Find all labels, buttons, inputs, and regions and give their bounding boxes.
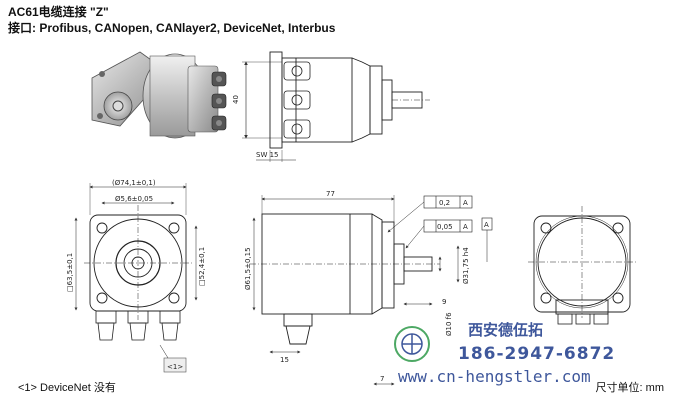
encoder-3d-render xyxy=(91,51,227,139)
page-subtitle: 接口: Profibus, CANopen, CANlayer2, Device… xyxy=(8,21,336,35)
units-label: 尺寸单位: mm xyxy=(595,382,664,394)
watermark-web: www.cn-hengstler.com xyxy=(398,367,591,386)
page-title: AC61电缆连接 "Z" xyxy=(8,5,109,19)
dim-15: 15 xyxy=(280,356,289,364)
dim-shaft-10: Ø10 f6 xyxy=(445,312,453,336)
tolerance-2-value: 0,05 xyxy=(437,223,453,231)
dim-body-dia: Ø61,5±0,15 xyxy=(244,247,252,290)
dim-outer-dia: (Ø74,1±0,1) xyxy=(112,179,156,187)
watermark-phone: 186-2947-6872 xyxy=(458,344,615,364)
dim-square-right: □52,4±0,1 xyxy=(198,247,206,286)
datum-label: A xyxy=(484,221,489,229)
watermark-company: 西安德伍拓 xyxy=(468,321,543,339)
tolerance-1-value: 0,2 xyxy=(439,199,450,207)
callout-label: <1> xyxy=(167,363,183,371)
dim-9: 9 xyxy=(442,298,446,306)
dim-length: 77 xyxy=(326,190,335,198)
side-view xyxy=(250,195,493,386)
footnote: <1> DeviceNet 没有 xyxy=(18,382,116,394)
dim-shaft-dia: Ø31,75 h4 xyxy=(462,247,470,284)
dim-7: 7 xyxy=(380,375,384,383)
top-side-view xyxy=(242,51,430,162)
dim-bolt-dia: Ø5,6±0,05 xyxy=(115,195,153,203)
front-view xyxy=(74,183,198,373)
rear-view xyxy=(528,206,636,325)
watermark: 西安德伍拓 186-2947-6872 www.cn-hengstler.com xyxy=(394,321,615,386)
tolerance-1-ref: A xyxy=(463,199,468,207)
tolerance-2-ref: A xyxy=(463,223,468,231)
dim-sw: SW 15 xyxy=(256,151,279,159)
dim-top-height: 40 xyxy=(232,95,240,104)
dim-square-left: □63,5±0,1 xyxy=(66,253,74,292)
